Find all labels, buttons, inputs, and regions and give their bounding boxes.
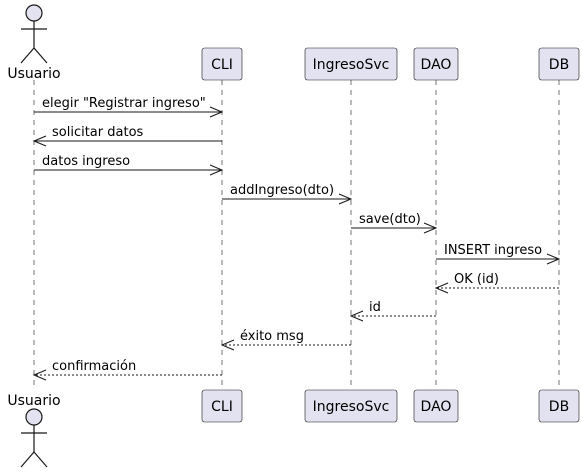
participant-ingresosvc-top: IngresoSvc bbox=[304, 47, 398, 81]
arrowhead-icon bbox=[423, 222, 438, 234]
message-label: elegir "Registrar ingreso" bbox=[42, 96, 206, 111]
participants-top: Usuario CLI IngresoSvc DAO DB bbox=[7, 4, 580, 82]
message-2: solicitar datos bbox=[32, 125, 222, 147]
message-label: OK (id) bbox=[454, 272, 499, 287]
arrowhead-icon bbox=[434, 282, 449, 294]
message-9: éxito msg bbox=[220, 329, 351, 351]
message-3: datos ingreso bbox=[34, 154, 224, 176]
participant-label-ingresosvc: IngresoSvc bbox=[313, 399, 390, 415]
participant-ingresosvc-bottom: IngresoSvc bbox=[304, 389, 398, 423]
messages: elegir "Registrar ingreso" solicitar dato… bbox=[32, 96, 561, 381]
message-label: id bbox=[369, 300, 381, 315]
participants-bottom: Usuario CLI IngresoSvc DAO DB bbox=[7, 389, 580, 468]
arrowhead-icon bbox=[349, 310, 364, 322]
participant-label-dao: DAO bbox=[421, 399, 452, 415]
message-1: elegir "Registrar ingreso" bbox=[34, 96, 224, 118]
actor-icon bbox=[20, 408, 48, 468]
message-7: OK (id) bbox=[434, 272, 559, 294]
arrowhead-icon bbox=[32, 369, 47, 381]
actor-icon bbox=[20, 4, 48, 64]
message-label: solicitar datos bbox=[52, 125, 144, 140]
message-label: INSERT ingreso bbox=[444, 243, 542, 258]
participant-label-dao: DAO bbox=[421, 57, 452, 73]
message-label: éxito msg bbox=[240, 329, 304, 344]
participant-label-db: DB bbox=[549, 399, 569, 415]
arrowhead-icon bbox=[209, 164, 224, 176]
message-8: id bbox=[349, 300, 436, 322]
arrowhead-icon bbox=[220, 339, 235, 351]
message-4: addIngreso(dto) bbox=[222, 183, 353, 205]
message-5: save(dto) bbox=[351, 212, 438, 234]
message-label: confirmación bbox=[52, 359, 136, 374]
participant-label-db: DB bbox=[549, 57, 569, 73]
arrowhead-icon bbox=[32, 135, 47, 147]
participant-dao-top: DAO bbox=[413, 47, 459, 81]
participant-cli-bottom: CLI bbox=[201, 389, 243, 423]
actor-usuario-top: Usuario bbox=[7, 4, 61, 82]
participant-label-usuario: Usuario bbox=[7, 66, 60, 82]
participant-label-cli: CLI bbox=[211, 57, 233, 73]
arrowhead-icon bbox=[546, 253, 561, 265]
message-label: datos ingreso bbox=[42, 154, 130, 169]
message-6: INSERT ingreso bbox=[436, 243, 561, 265]
participant-cli-top: CLI bbox=[201, 47, 243, 81]
arrowhead-icon bbox=[209, 106, 224, 118]
message-label: addIngreso(dto) bbox=[230, 183, 334, 198]
participant-db-top: DB bbox=[538, 47, 580, 81]
participant-db-bottom: DB bbox=[538, 389, 580, 423]
message-10: confirmación bbox=[32, 359, 222, 381]
participant-dao-bottom: DAO bbox=[413, 389, 459, 423]
arrowhead-icon bbox=[338, 193, 353, 205]
message-label: save(dto) bbox=[359, 212, 421, 227]
participant-label-usuario: Usuario bbox=[7, 393, 60, 409]
actor-usuario-bottom: Usuario bbox=[7, 393, 61, 468]
participant-label-ingresosvc: IngresoSvc bbox=[313, 57, 390, 73]
lifelines bbox=[33, 80, 560, 390]
participant-label-cli: CLI bbox=[211, 399, 233, 415]
